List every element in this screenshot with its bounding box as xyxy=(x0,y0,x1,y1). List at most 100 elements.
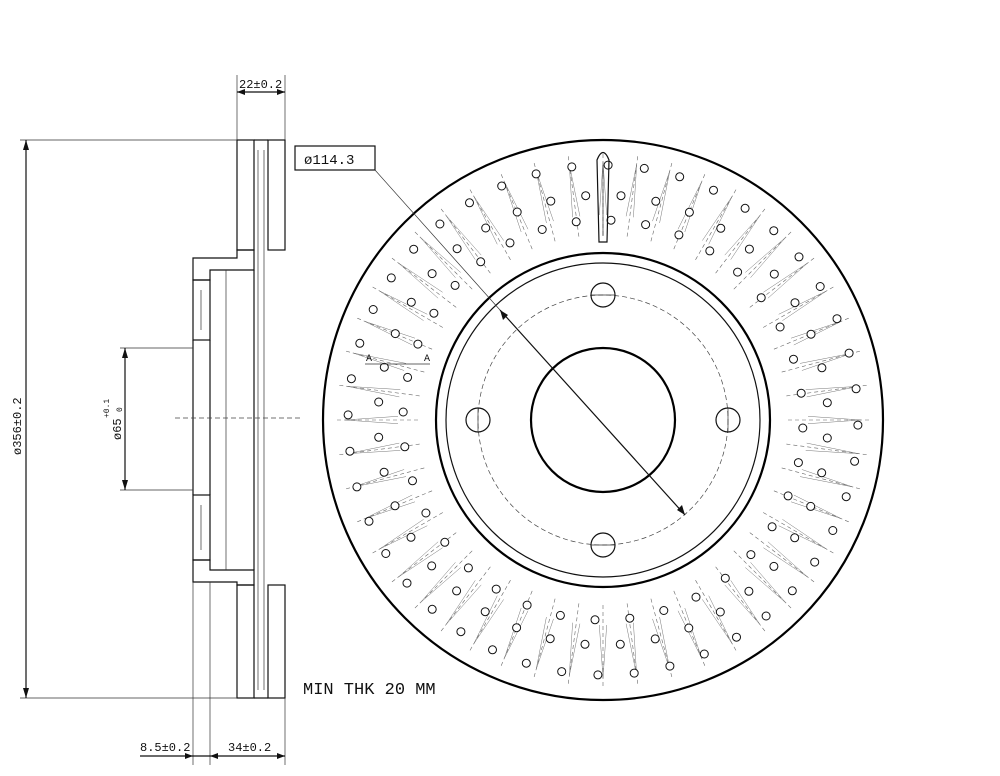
section-mark-right: A xyxy=(424,354,430,365)
drilled-hole xyxy=(665,661,675,671)
drilled-hole xyxy=(355,338,365,348)
slot-outline xyxy=(805,386,859,398)
drilled-hole xyxy=(379,362,389,372)
drilled-hole xyxy=(684,207,694,217)
drilled-hole xyxy=(699,649,709,659)
drilled-hole xyxy=(790,298,800,308)
drilled-hole xyxy=(832,314,842,324)
drilled-hole xyxy=(390,329,400,339)
drilled-hole xyxy=(531,169,541,179)
drilled-hole xyxy=(761,611,771,621)
drilled-hole xyxy=(603,160,613,170)
drilled-hole xyxy=(639,163,649,173)
drilled-hole xyxy=(491,584,501,594)
drilled-hole xyxy=(406,297,416,307)
drilled-hole xyxy=(715,607,725,617)
drilled-hole xyxy=(769,226,779,236)
drilled-hole xyxy=(853,420,863,430)
drilled-hole xyxy=(580,639,590,649)
drilled-hole xyxy=(756,293,766,303)
hat-outer-edge xyxy=(445,262,761,578)
drilled-hole xyxy=(352,482,362,492)
drilled-hole xyxy=(705,246,715,256)
drilled-hole xyxy=(641,220,651,230)
drilled-hole xyxy=(402,578,412,588)
drilled-hole xyxy=(557,667,567,677)
rotor-outer-edge xyxy=(321,138,885,702)
slot-outline xyxy=(347,386,401,398)
drilled-hole xyxy=(851,384,861,394)
drilled-hole xyxy=(798,423,808,433)
drilled-hole xyxy=(379,467,389,477)
overall-height-label: 34±0.2 xyxy=(228,741,271,755)
drilled-hole xyxy=(465,198,474,208)
drilled-hole xyxy=(521,658,531,668)
drilled-hole xyxy=(421,508,431,518)
drilled-hole xyxy=(413,339,423,349)
drilled-hole xyxy=(374,432,384,442)
rotor-plate-right-bottom xyxy=(267,584,286,699)
drilled-hole xyxy=(732,632,741,642)
drilled-hole xyxy=(345,446,355,456)
drilled-hole xyxy=(546,196,556,206)
drilled-hole xyxy=(427,604,437,614)
hat-offset-label: 8.5±0.2 xyxy=(140,741,190,755)
drilled-hole xyxy=(440,537,450,547)
drilled-hole xyxy=(790,533,800,543)
drilled-hole xyxy=(850,456,860,466)
drilled-hole xyxy=(593,670,603,680)
slot-outline xyxy=(677,181,702,233)
slot-outline xyxy=(805,442,859,454)
drilled-hole xyxy=(767,522,777,532)
drilled-hole xyxy=(794,252,804,262)
slot-outline xyxy=(420,562,461,603)
drilled-hole xyxy=(368,305,378,314)
drilled-hole xyxy=(806,329,816,339)
hat-wall-top xyxy=(192,279,211,341)
drilled-hole xyxy=(740,203,750,213)
slot-outline xyxy=(445,580,482,625)
slot-outline xyxy=(745,562,786,603)
drilled-hole xyxy=(522,600,532,610)
drilled-hole xyxy=(828,526,838,535)
drilled-hole xyxy=(374,397,384,407)
slot-outline xyxy=(569,622,581,676)
drilled-hole xyxy=(775,322,785,332)
rotor-thickness-label: 22±0.2 xyxy=(239,78,282,92)
drilled-hole xyxy=(716,223,726,233)
drilled-hole xyxy=(815,282,825,291)
drilled-hole xyxy=(616,191,626,201)
bore-tol-upper: +0.1 xyxy=(103,399,112,418)
bore-diameter-label: ø65 xyxy=(111,418,125,440)
drilled-hole xyxy=(452,244,462,254)
drilled-hole xyxy=(403,372,413,382)
drilled-hole xyxy=(789,354,798,364)
min-thickness-note: MIN THK 20 MM xyxy=(303,681,436,700)
slot-outline xyxy=(763,541,808,578)
drilled-hole xyxy=(651,196,661,206)
drilled-hole xyxy=(615,639,625,649)
drilled-hole xyxy=(512,623,522,633)
bore-tol-lower: 0 xyxy=(116,407,125,412)
rotor-plate-right-top xyxy=(267,139,286,251)
drilled-hole xyxy=(429,308,439,318)
section-view: ø356±0.2 ø65 +0.1 0 22±0.2 8.5±0.2 34±0.… xyxy=(11,75,436,765)
hat-bottom xyxy=(192,559,255,586)
drilled-hole xyxy=(817,363,827,373)
pcd-label: ø114.3 xyxy=(304,153,354,169)
drilled-hole xyxy=(787,586,797,596)
drilled-hole xyxy=(481,223,491,233)
drilled-hole xyxy=(435,219,445,229)
rotor-plate-left-bottom xyxy=(236,584,255,699)
drilled-hole xyxy=(817,468,827,478)
slot-outline xyxy=(790,494,842,519)
drilled-hole xyxy=(386,273,396,283)
drilled-hole xyxy=(398,407,408,417)
slot-outline xyxy=(599,161,607,216)
drilled-hole xyxy=(497,181,507,191)
slot-outline xyxy=(599,624,607,679)
drilled-hole xyxy=(488,645,497,655)
slot-outline xyxy=(364,494,416,519)
drilled-hole xyxy=(841,492,851,502)
